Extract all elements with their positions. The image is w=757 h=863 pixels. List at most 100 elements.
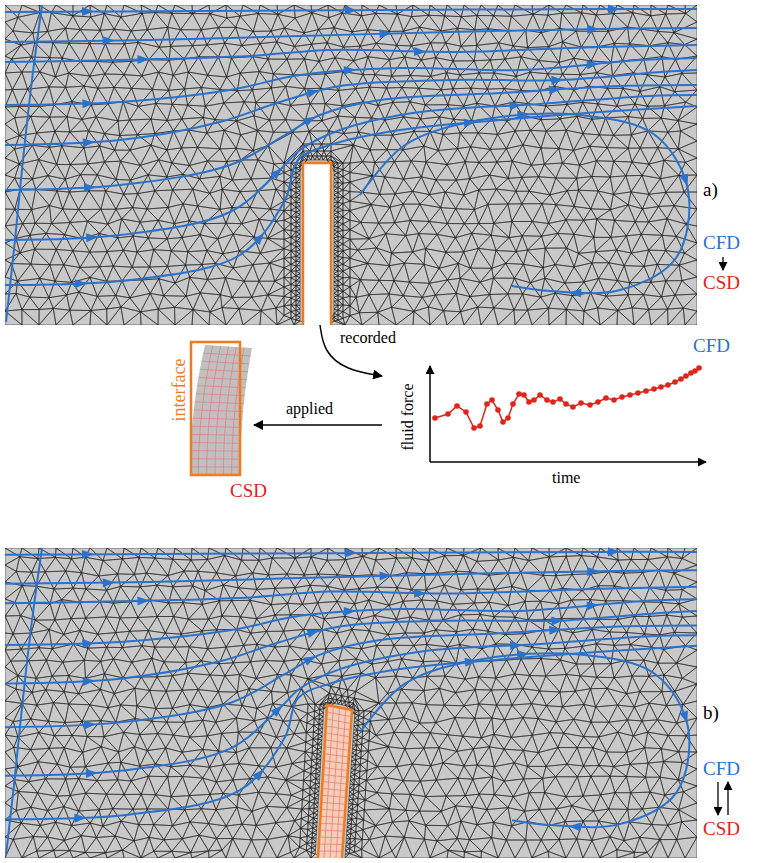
force-chart — [430, 365, 706, 462]
flow-arrowhead — [517, 110, 530, 120]
flow-arrowhead — [83, 676, 95, 686]
force-sample — [516, 391, 522, 397]
flow-arrowhead — [587, 59, 600, 69]
streamline — [5, 587, 697, 603]
force-sample — [587, 402, 593, 408]
force-sample — [696, 365, 702, 371]
force-sample — [570, 404, 576, 410]
force-history-line — [435, 368, 699, 428]
flow-arrowhead — [82, 99, 94, 108]
cfd-domain: CFD — [5, 5, 697, 325]
force-sample — [521, 392, 527, 398]
streamline — [5, 70, 697, 145]
force-sample — [658, 384, 664, 390]
flow-arrowhead — [414, 589, 426, 598]
mesh-lines — [5, 548, 697, 858]
flow-arrowhead — [82, 7, 94, 16]
flow-arrowhead — [271, 702, 286, 717]
deformed-structure — [318, 705, 352, 858]
streamline — [6, 5, 42, 322]
flow-arrowhead — [103, 578, 115, 587]
solver-label: CSD — [703, 819, 740, 838]
solver-label: CFD — [703, 233, 740, 252]
flow-arrowhead — [608, 547, 620, 556]
streamline — [6, 548, 42, 855]
flow-arrowhead — [345, 549, 357, 558]
streamline — [5, 45, 697, 62]
flow-arrowhead — [82, 639, 94, 648]
flow-arrowhead — [608, 4, 620, 13]
force-sample — [557, 396, 563, 402]
flow-arrowhead — [679, 710, 691, 724]
flow-arrowhead — [86, 768, 99, 778]
solver-label: CFD — [703, 759, 740, 778]
streamline — [5, 611, 697, 684]
flow-arrowhead — [82, 550, 94, 559]
force-sample — [484, 401, 490, 407]
flow-arrowhead — [510, 640, 522, 650]
force-sample — [510, 401, 516, 407]
force-sample — [651, 386, 657, 392]
force-sample — [665, 382, 671, 388]
flow-arrowhead — [551, 75, 563, 84]
flow-arrowhead — [307, 626, 321, 638]
flow-arrowhead — [252, 766, 267, 781]
flow-arrowhead — [137, 55, 149, 64]
deformed-beam — [190, 345, 252, 475]
flow-arrowhead — [253, 230, 268, 245]
streamline — [5, 106, 697, 285]
force-sample — [445, 411, 451, 417]
force-sample — [471, 425, 477, 431]
force-sample — [454, 403, 460, 409]
force-sample — [595, 399, 601, 405]
flow-arrowhead — [75, 279, 87, 288]
force-sample — [489, 397, 495, 403]
panel-letter: a) — [703, 180, 718, 199]
flow-arrowhead — [303, 113, 318, 127]
flow-arrowhead — [414, 47, 426, 56]
domain-label: CSD — [230, 481, 267, 500]
flow-arrowhead — [270, 165, 285, 180]
force-sample — [544, 397, 550, 403]
flow-arrowhead — [344, 606, 357, 616]
force-sample — [611, 397, 617, 403]
flow-arrowhead — [74, 813, 86, 822]
axis-label: time — [552, 470, 580, 486]
force-sample — [672, 379, 678, 385]
force-sample — [500, 419, 506, 425]
flow-arrowhead — [344, 65, 357, 75]
force-sample — [495, 407, 501, 413]
structure-sketch — [190, 342, 252, 475]
edge-label: recorded — [340, 330, 396, 346]
flow-arrowhead — [549, 85, 562, 95]
one-way-arrow — [722, 257, 723, 270]
flow-arrowhead — [568, 822, 580, 832]
flow-arrowhead — [551, 616, 563, 625]
flow-arrowhead — [379, 29, 391, 38]
fsi-interface — [318, 705, 352, 858]
flow-connector — [254, 424, 382, 426]
flow-arrowhead — [86, 233, 99, 243]
cfd-mesh-panel — [5, 4, 697, 325]
two-way-arrow-down — [717, 782, 718, 815]
force-sample — [678, 376, 684, 382]
force-sample — [526, 399, 532, 405]
csd-structure: interfaceCSD — [168, 338, 254, 478]
flow-arrowhead — [84, 720, 96, 730]
flow-arrowhead — [303, 652, 318, 666]
streamline — [5, 58, 697, 105]
flow-arrowhead — [306, 86, 320, 98]
flow-arrowhead — [509, 101, 521, 111]
streamline — [360, 114, 689, 294]
force-sample — [563, 401, 569, 407]
domain-label: CFD — [693, 336, 730, 355]
force-sample — [683, 373, 689, 379]
force-sample — [643, 388, 649, 394]
flow-arrowhead — [569, 288, 581, 298]
force-chart-box: fluid forcetime — [382, 362, 712, 492]
panel-letter: b) — [703, 703, 719, 722]
